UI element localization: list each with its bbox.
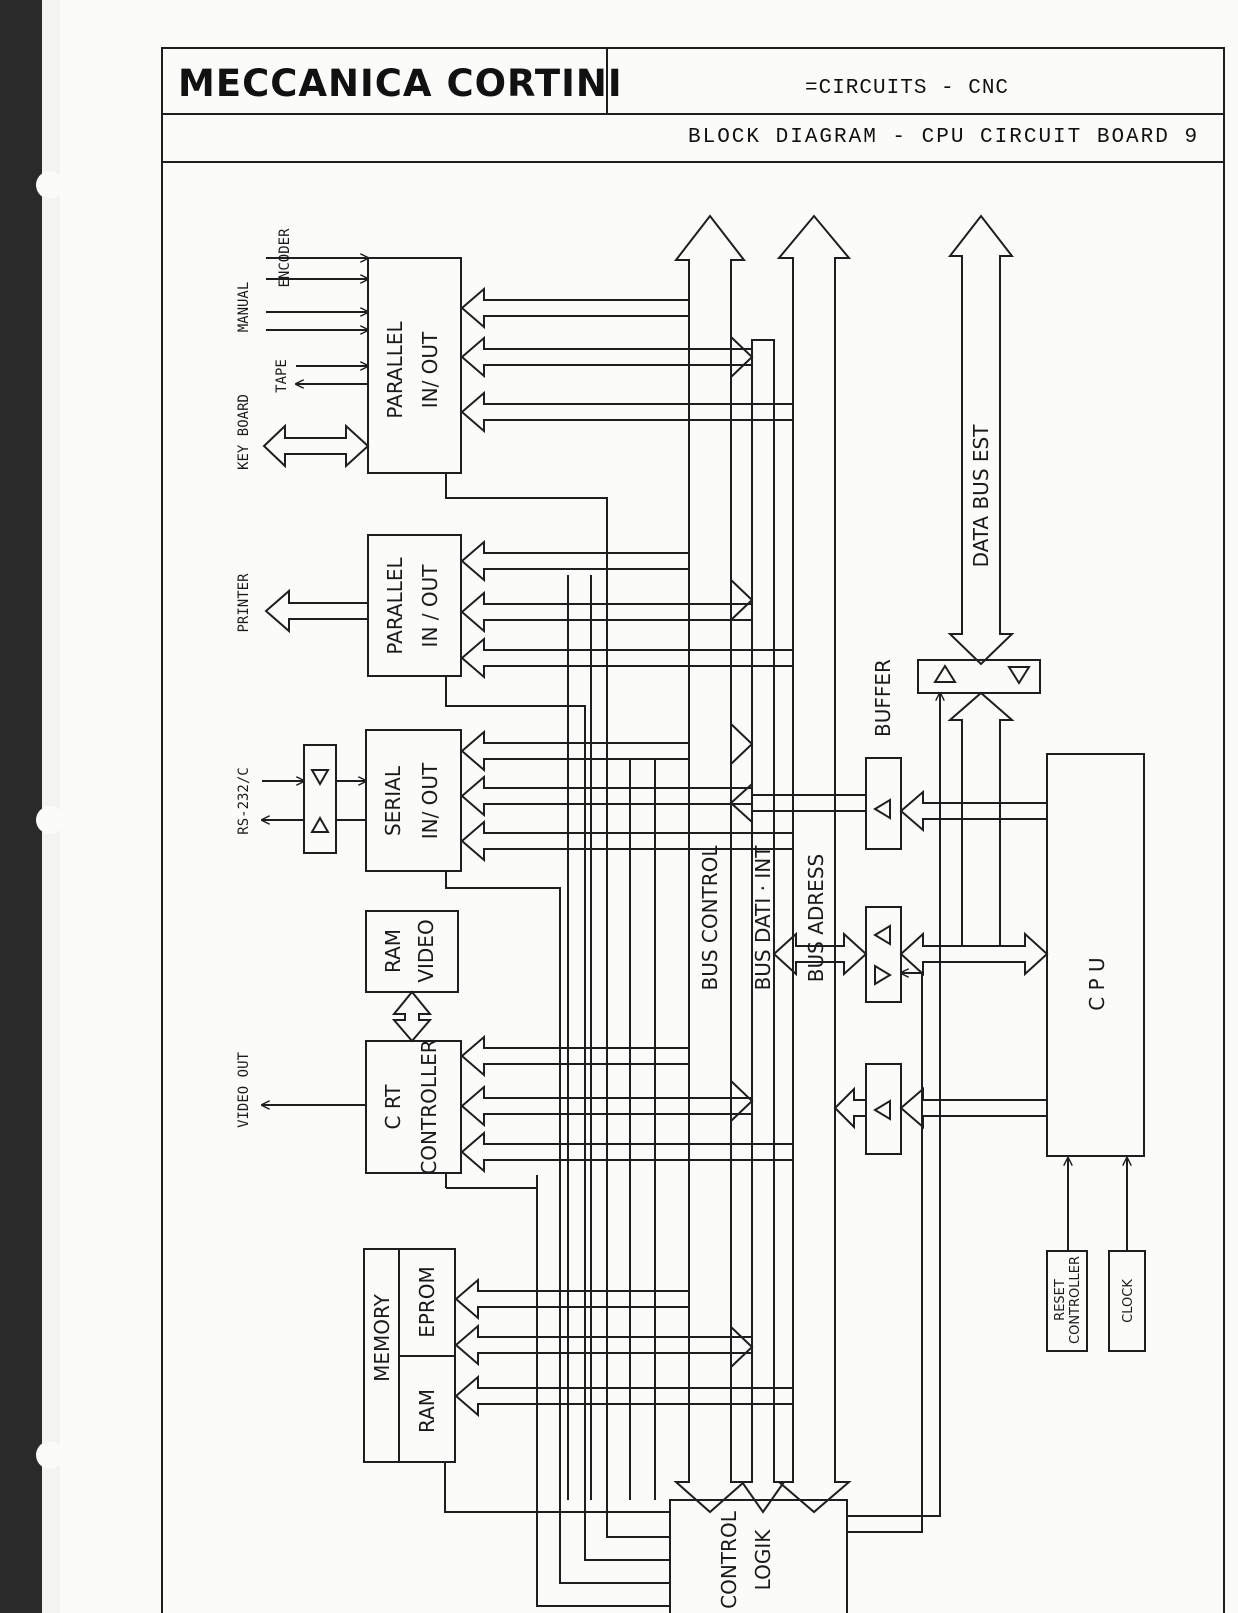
ram-video-block — [365, 910, 459, 993]
keyboard-link — [262, 423, 370, 469]
memory-label: MEMORY — [370, 1293, 394, 1382]
buffer-label: BUFFER — [871, 659, 895, 737]
cpu-label: C P U — [1085, 957, 1109, 1010]
bus-address — [776, 214, 852, 1514]
rs232-driver — [303, 744, 337, 854]
buffer-data-link — [772, 931, 868, 977]
bus-control-label: BUS CONTROL — [698, 845, 722, 991]
video-out-label: VIDEO OUT — [236, 1052, 252, 1128]
parallel-io-1-block — [367, 257, 462, 474]
drawing-frame — [161, 47, 1225, 1613]
reset-controller-label-1: RESET — [1053, 1279, 1068, 1321]
printer-link — [264, 588, 368, 634]
diagram-title: BLOCK DIAGRAM - CPU CIRCUIT BOARD 9 — [688, 126, 1200, 149]
bus-data-int — [740, 339, 786, 1514]
header-rule-2 — [161, 161, 1225, 163]
eprom-label: EPROM — [415, 1266, 439, 1338]
manual-label: MANUAL — [236, 282, 252, 333]
clock-label: CLOCK — [1121, 1279, 1136, 1323]
ram-video-link — [391, 990, 433, 1043]
ram-label: RAM — [415, 1389, 439, 1433]
cpu-data-link — [899, 931, 1049, 977]
crt-controller-label-1: C RT — [381, 1084, 405, 1130]
rs232-label: RS-232/C — [236, 767, 252, 834]
buffer-ext-data — [917, 659, 1041, 694]
data-bus-ext — [947, 214, 1015, 666]
parallel-io-1-label-1: PARALLEL — [383, 320, 407, 418]
bus-address-label: BUS ADRESS — [804, 854, 828, 982]
cpu-block — [1046, 753, 1145, 1157]
serial-io-label-2: IN/ OUT — [418, 762, 442, 839]
parallel-io-2-label-2: IN / OUT — [418, 564, 442, 648]
parallel-io-1-label-2: IN/ OUT — [418, 331, 442, 408]
binding-edge — [0, 0, 60, 1613]
bus-control — [673, 214, 747, 1514]
reset-controller-label-2: CONTROLLER — [1068, 1256, 1083, 1344]
header-rule-1 — [161, 113, 1225, 115]
data-bus-ext-label: DATA BUS EST — [969, 424, 993, 568]
buffer-data — [865, 906, 902, 1003]
encoder-label: ENCODER — [277, 228, 293, 288]
printer-label: PRINTER — [236, 573, 252, 633]
company-logo: MECCANICA CORTINI — [178, 62, 623, 105]
crt-controller-label-2: CONTROLLER — [417, 1039, 441, 1174]
section-label: =CIRCUITS - CNC — [805, 77, 1010, 100]
header-divider — [606, 47, 608, 114]
buffer-control — [865, 757, 902, 850]
control-logik-label-2: LOGIK — [751, 1529, 775, 1591]
ram-video-label-1: RAM — [381, 929, 405, 973]
tape-label: TAPE — [274, 359, 290, 393]
control-logik-label-1: CONTROL — [717, 1510, 741, 1609]
buffer-address — [865, 1063, 902, 1155]
parallel-io-2-block — [367, 534, 462, 677]
keyboard-label: KEY BOARD — [236, 394, 252, 470]
serial-io-block — [365, 729, 462, 872]
bus-data-int-label: BUS DATI · INT — [751, 845, 775, 991]
parallel-io-2-label-1: PARALLEL — [383, 556, 407, 654]
ram-video-label-2: VIDEO — [414, 919, 438, 982]
serial-io-label-1: SERIAL — [381, 765, 405, 836]
crt-controller-block — [365, 1040, 462, 1174]
